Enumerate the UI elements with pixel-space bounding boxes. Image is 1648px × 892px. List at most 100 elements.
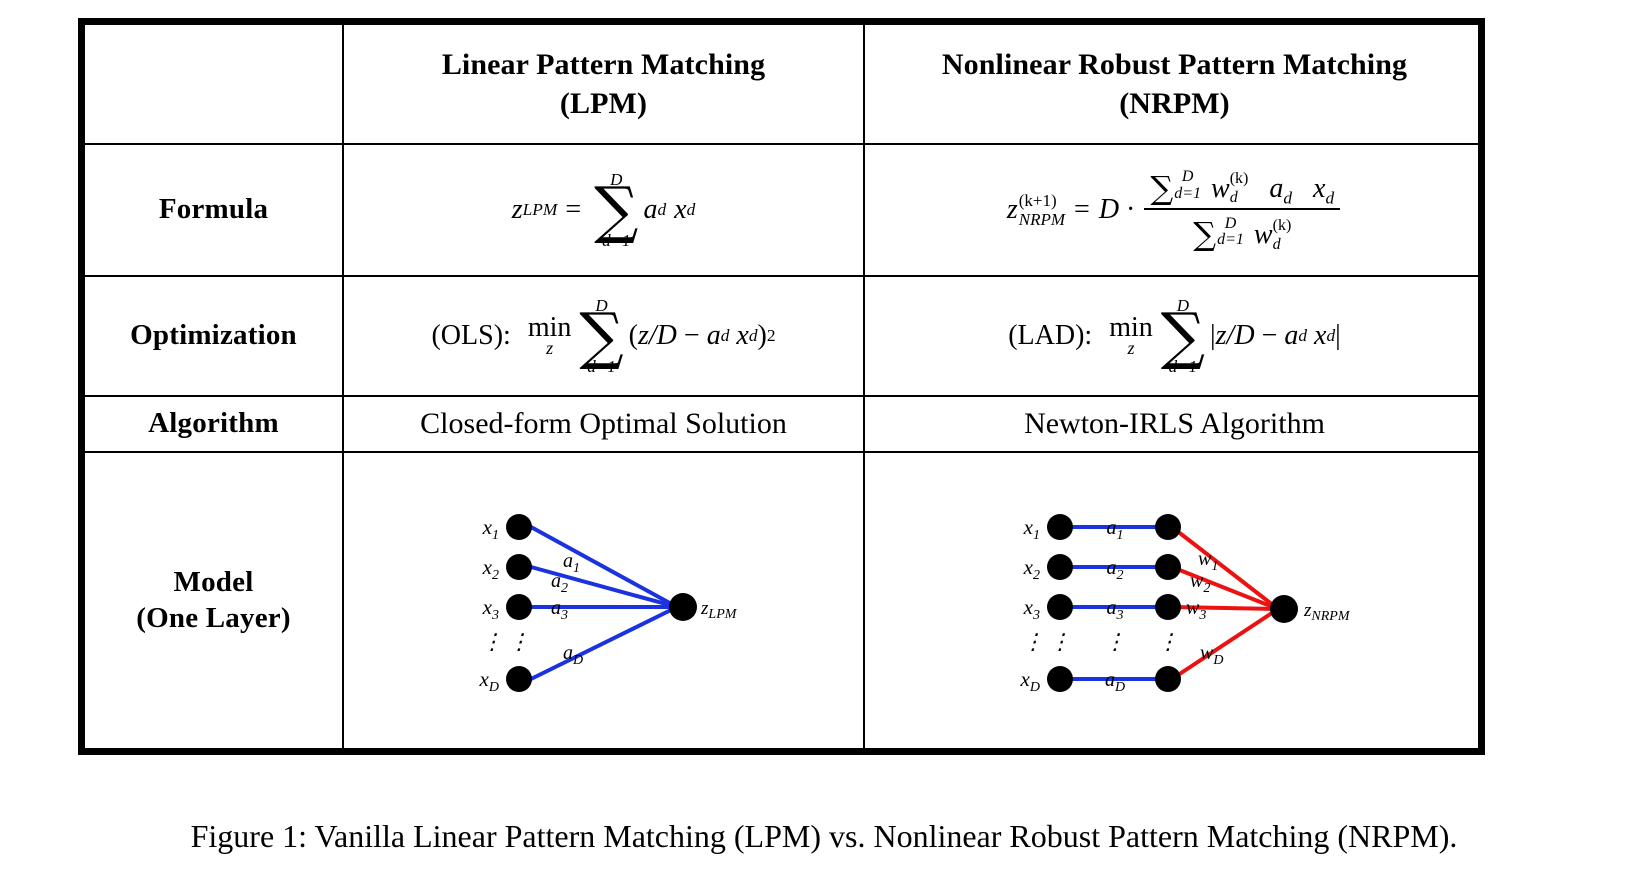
optimization-nrpm-min: min z: [1109, 312, 1153, 358]
nrpm-edge-label-w2: w2: [1190, 570, 1210, 596]
nrpm-edge-label-a1: a1: [1106, 517, 1123, 543]
row-label-model-line2: (One Layer): [136, 601, 291, 634]
optimization-nrpm-open: |: [1210, 319, 1216, 351]
lpm-network-diagram: x1 x2 x3 xD a1 a2 a3 aD ⋮: [478, 513, 737, 695]
lpm-input-node-D: [505, 665, 532, 692]
cell-formula-nrpm: z (k+1) NRPM = D · ∑: [863, 142, 1484, 277]
optimization-lpm-min-sub: z: [546, 338, 554, 359]
optimization-lpm-open: (: [628, 319, 638, 351]
nrpm-hidden-node-D: [1154, 665, 1181, 692]
nrpm-input-node-D: [1046, 665, 1073, 692]
sigma-icon: ∑: [594, 172, 639, 246]
figure-caption: Figure 1: Vanilla Linear Pattern Matchin…: [190, 818, 1458, 854]
nrpm-input-label-2: x2: [1022, 555, 1039, 583]
lpm-input-label-1: x1: [481, 515, 498, 543]
formula-nrpm-num-w-sub: d: [1229, 189, 1238, 207]
nrpm-edge-w2: [1170, 564, 1279, 611]
optimization-lpm-summation: D ∑ d=1: [579, 297, 623, 375]
formula-nrpm-den-w-base: w: [1253, 219, 1273, 251]
nrpm-edge-w3: [1171, 604, 1278, 611]
sigma-icon: ∑: [1193, 215, 1217, 254]
optimization-lpm-sum-lower: d=1: [587, 356, 616, 376]
formula-nrpm-numerator: ∑ D d=1 w (k): [1144, 167, 1340, 209]
nrpm-vdots-labels: ⋮: [1022, 629, 1044, 654]
lpm-edge-label-2: a2: [551, 570, 568, 596]
optimization-nrpm-min-word: min: [1109, 312, 1153, 344]
formula-nrpm-den-sum-limits: D d=1: [1217, 214, 1244, 249]
formula-nrpm-num-w-base: w: [1211, 172, 1230, 204]
formula-nrpm-den-sum-upper: D: [1224, 214, 1237, 232]
cell-optimization-nrpm: (LAD): min z D ∑ d=1 | z /: [863, 274, 1484, 398]
cell-model-nrpm: x1 x2 x3 xD a1 a2 a3 aD w1: [863, 451, 1484, 748]
table-row-optimization: Optimization (OLS): min z D ∑ d=1: [85, 274, 1484, 398]
comparison-table: Linear Pattern Matching (LPM) Nonlinear …: [85, 25, 1484, 748]
lpm-input-node-1: [505, 513, 532, 540]
nrpm-input-node-3: [1046, 593, 1073, 620]
formula-nrpm-num-sum-lower: d=1: [1174, 184, 1202, 202]
nrpm-edge-wD: [1170, 606, 1279, 681]
formula-lpm-equals: =: [565, 193, 582, 225]
formula-nrpm-dot: ·: [1126, 193, 1136, 225]
lpm-edge-1: [529, 524, 678, 609]
nrpm-edge-label-a3: a3: [1106, 597, 1123, 623]
optimization-lpm-sum-upper: D: [595, 295, 608, 315]
cell-algorithm-lpm: Closed-form Optimal Solution: [342, 395, 865, 454]
cell-algorithm-nrpm: Newton-IRLS Algorithm: [863, 395, 1484, 454]
nrpm-vdots-inputs: ⋮: [1049, 629, 1071, 654]
formula-nrpm-num-a: a: [1269, 172, 1284, 204]
sigma-icon: ∑: [1150, 168, 1174, 207]
formula-nrpm-den-sum: ∑ D d=1: [1193, 213, 1247, 254]
lpm-input-node-2: [505, 553, 532, 580]
optimization-nrpm-summation: D ∑ d=1: [1161, 297, 1205, 375]
cell-optimization-lpm: (OLS): min z D ∑ d=1 ( z /: [342, 274, 865, 398]
formula-lpm-summation: D ∑ d=1: [594, 171, 638, 249]
nrpm-input-label-1: x1: [1022, 515, 1039, 543]
column-header-nrpm-line2: (NRPM): [1119, 86, 1230, 120]
optimization-nrpm-sum-upper: D: [1176, 295, 1190, 315]
row-label-formula-text: Formula: [158, 193, 269, 225]
algorithm-nrpm-text: Newton-IRLS Algorithm: [1024, 407, 1325, 441]
row-label-formula: Formula: [85, 142, 344, 277]
comparison-table-inner-border: Linear Pattern Matching (LPM) Nonlinear …: [83, 23, 1484, 750]
formula-nrpm-num-sum-upper: D: [1181, 168, 1194, 186]
formula-nrpm-den-sum-lower: d=1: [1217, 231, 1244, 249]
table-row-model: Model (One Layer): [85, 451, 1484, 748]
formula-nrpm-fraction: ∑ D d=1 w (k): [1144, 167, 1341, 254]
optimization-nrpm-a: a: [1284, 319, 1299, 351]
optimization-nrpm-slash: /: [1226, 319, 1235, 351]
lpm-vdots: ⋮ ⋮: [481, 629, 530, 654]
lpm-edge-D: [529, 604, 678, 681]
optimization-lpm-minus: −: [683, 319, 700, 351]
lpm-input-node-3: [505, 593, 532, 620]
formula-lpm-a: a: [643, 193, 658, 225]
formula-nrpm-den-w: w (k) d: [1253, 217, 1291, 253]
formula-nrpm-num-w-sup: (k): [1229, 170, 1249, 188]
formula-nrpm-z-sup: (k+1): [1018, 190, 1057, 210]
optimization-lpm-a: a: [706, 319, 721, 351]
nrpm-output-node: [1269, 594, 1298, 623]
optimization-lpm-slash: /: [648, 319, 657, 351]
optimization-nrpm-z: z: [1215, 319, 1227, 351]
lpm-edge-label-3: a3: [551, 597, 568, 623]
optimization-nrpm-minus: −: [1261, 319, 1278, 351]
nrpm-hidden-nodes: [1154, 513, 1181, 692]
row-label-model-line1: Model: [173, 566, 254, 599]
row-label-optimization-text: Optimization: [130, 319, 297, 352]
sigma-icon: ∑: [579, 298, 624, 372]
nrpm-edge-label-w3: w3: [1186, 597, 1206, 623]
nrpm-hidden-node-1: [1154, 513, 1181, 540]
optimization-lpm-min: min z: [528, 314, 572, 359]
nrpm-stage1-edges: [1071, 524, 1158, 681]
column-header-nrpm: Nonlinear Robust Pattern Matching (NRPM): [863, 25, 1484, 145]
nrpm-input-nodes: [1046, 513, 1073, 692]
table-corner-cell: [85, 25, 344, 145]
optimization-lpm-z: z: [637, 319, 649, 351]
formula-nrpm-num-x-sub: d: [1325, 188, 1335, 208]
nrpm-stage2-edges: [1170, 524, 1279, 681]
lpm-input-label-D: xD: [478, 667, 498, 695]
column-header-nrpm-line1: Nonlinear Robust Pattern Matching: [941, 47, 1408, 81]
